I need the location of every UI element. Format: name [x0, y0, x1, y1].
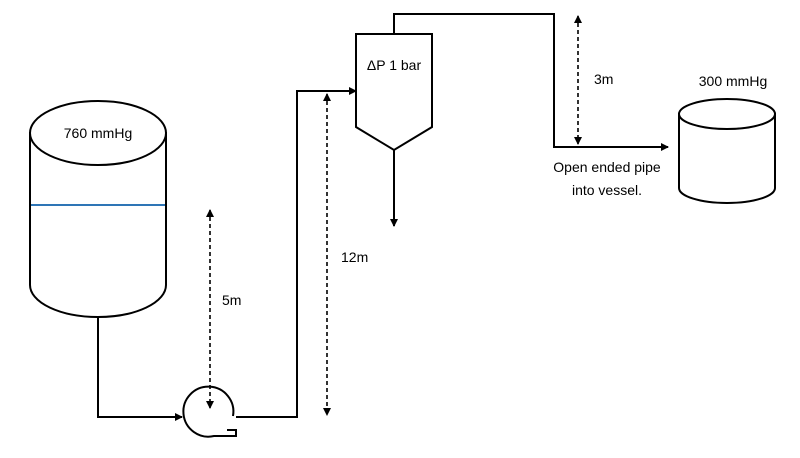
separator-vessel: ΔP 1 bar [355, 33, 433, 152]
receiver-top [678, 98, 776, 130]
feed-tank-pressure-label: 760 mmHg [64, 125, 132, 141]
height-label-separator: 12m [341, 249, 368, 265]
separator-dp-label: ΔP 1 bar [367, 57, 422, 73]
discharge-pipe [236, 87, 357, 418]
overhead-pipe [393, 13, 669, 151]
feed-tank-top [29, 100, 167, 166]
receiver-vessel: 300 mmHg [678, 73, 776, 204]
height-label-pump: 5m [222, 292, 241, 308]
open-pipe-note-line1: Open ended pipe [553, 159, 661, 175]
receiver-pressure-label: 300 mmHg [699, 73, 767, 89]
suction-pipe [97, 318, 183, 421]
feed-tank-body [29, 132, 167, 318]
height-label-outlet: 3m [594, 71, 613, 87]
receiver-body [678, 113, 776, 204]
pump-casing [182, 385, 237, 438]
pump [182, 385, 237, 438]
open-pipe-note-line2: into vessel. [572, 182, 642, 198]
separator-body [355, 33, 433, 152]
feed-tank: 760 mmHg [29, 100, 167, 318]
